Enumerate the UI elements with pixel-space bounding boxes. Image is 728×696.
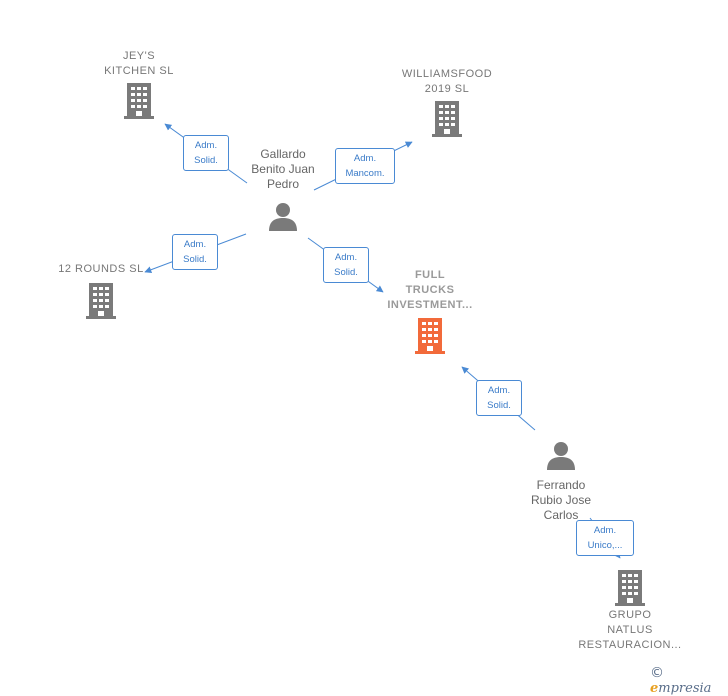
relation-label-gallardo-full[interactable]: Adm. Solid. bbox=[323, 247, 369, 283]
relation-label-gallardo-jeys[interactable]: Adm. Solid. bbox=[183, 135, 229, 171]
building-icon bbox=[86, 283, 116, 319]
person-label: Gallardo Benito Juan Pedro bbox=[251, 147, 315, 191]
company-label: FULL TRUCKS INVESTMENT... bbox=[387, 269, 473, 311]
brand-name: mpresia bbox=[658, 681, 712, 696]
company-label: JEY'S KITCHEN SL bbox=[104, 50, 174, 77]
company-grupo-natlus[interactable]: GRUPO NATLUS RESTAURACION... bbox=[568, 570, 692, 653]
building-icon bbox=[432, 101, 462, 137]
building-icon bbox=[124, 83, 154, 119]
copyright-icon: © bbox=[650, 665, 664, 681]
building-icon bbox=[615, 570, 645, 606]
relation-label-ferrando-full[interactable]: Adm. Solid. bbox=[476, 380, 522, 416]
person-icon bbox=[269, 203, 297, 231]
empresia-credit: © empresia bbox=[650, 665, 728, 696]
company-label: 12 ROUNDS SL bbox=[58, 263, 144, 275]
relation-label-gallardo-williams[interactable]: Adm. Mancom. bbox=[335, 148, 395, 184]
company-label: GRUPO NATLUS RESTAURACION... bbox=[578, 609, 682, 651]
building-icon bbox=[415, 318, 445, 354]
person-gallardo[interactable]: Gallardo Benito Juan Pedro bbox=[236, 147, 330, 232]
company-jeys-kitchen[interactable]: JEY'S KITCHEN SL bbox=[89, 49, 189, 119]
relation-label-ferrando-grupo[interactable]: Adm. Unico,... bbox=[576, 520, 634, 556]
person-label: Ferrando Rubio Jose Carlos bbox=[530, 478, 592, 522]
person-ferrando[interactable]: Ferrando Rubio Jose Carlos bbox=[514, 441, 608, 523]
company-full-trucks-investment[interactable]: FULL TRUCKS INVESTMENT... bbox=[370, 268, 490, 354]
company-label: WILLIAMSFOOD 2019 SL bbox=[401, 68, 493, 95]
person-icon bbox=[547, 442, 575, 470]
company-williamsfood[interactable]: WILLIAMSFOOD 2019 SL bbox=[391, 67, 503, 137]
company-12-rounds[interactable]: 12 ROUNDS SL bbox=[46, 262, 156, 319]
relation-label-gallardo-rounds[interactable]: Adm. Solid. bbox=[172, 234, 218, 270]
